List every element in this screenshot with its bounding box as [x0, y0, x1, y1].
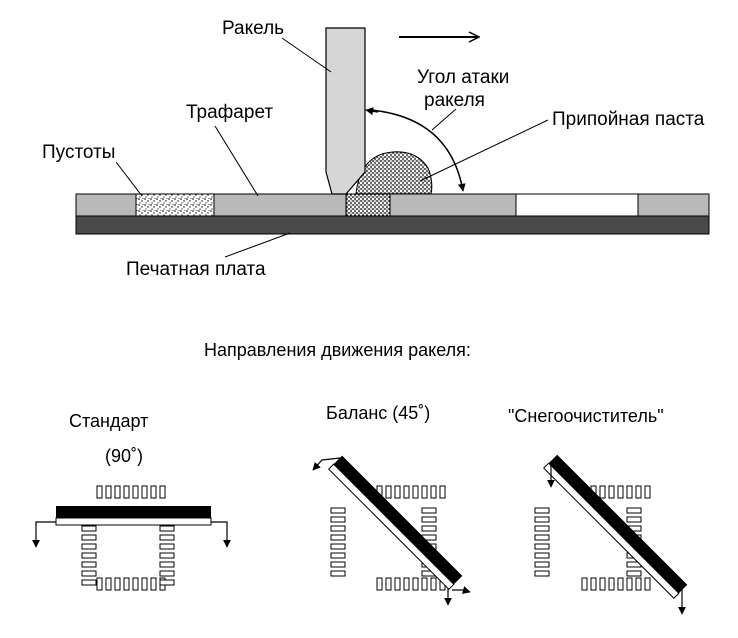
- pads-top: [377, 486, 445, 498]
- squeegee-blade: [326, 28, 365, 194]
- label-stencil: Трафарет: [186, 102, 273, 123]
- label-attack-angle-2: ракеля: [424, 90, 485, 111]
- pcb-board: [76, 216, 709, 234]
- standard-direction: Стандарт (90˚): [36, 411, 227, 590]
- stencil-segment: [638, 194, 709, 216]
- pads-bottom: [97, 578, 165, 590]
- leader-voids: [116, 162, 142, 196]
- stencil-segment: [390, 194, 516, 216]
- pads-bottom: [377, 578, 445, 590]
- label-solder-paste: Припойная паста: [552, 109, 705, 130]
- leader-pcb: [225, 233, 290, 257]
- stencil-segment: [76, 194, 136, 216]
- label-attack-angle: Угол атаки: [417, 67, 509, 88]
- label-standard-angle: (90˚): [105, 446, 143, 466]
- pads-top: [97, 486, 165, 498]
- label-balance: Баланс (45˚): [326, 403, 430, 423]
- pads-right: [160, 517, 174, 585]
- leader-paste: [420, 120, 548, 181]
- leader-stencil: [215, 126, 258, 196]
- pads-left: [82, 517, 96, 585]
- snowplow-direction: "Снегоочиститель": [508, 406, 687, 614]
- blade-standard: [56, 506, 211, 518]
- label-standard: Стандарт: [69, 411, 148, 431]
- leader-squeegee: [282, 38, 331, 72]
- pads-left: [331, 508, 345, 576]
- void-aperture: [136, 194, 214, 216]
- leader-angle: [432, 109, 456, 130]
- cross-section: Ракель Угол атаки ракеля Трафарет Припой…: [42, 18, 709, 280]
- pads-bottom: [582, 578, 650, 590]
- motion-arrow-right: [211, 522, 227, 547]
- blade-holder-standard: [56, 518, 211, 525]
- label-pcb: Печатная плата: [126, 259, 266, 280]
- empty-aperture: [516, 194, 638, 216]
- motion-arrow-down-right: [452, 590, 470, 592]
- pads-left: [535, 508, 549, 576]
- blade-balance: [334, 456, 463, 585]
- balance-direction: Баланс (45˚): [313, 403, 470, 605]
- solder-paste-bead: [356, 152, 432, 194]
- label-voids: Пустоты: [42, 142, 115, 163]
- filled-aperture: [346, 194, 390, 216]
- blade-snowplow: [549, 455, 688, 594]
- label-squeegee: Ракель: [222, 18, 284, 39]
- directions-heading: Направления движения ракеля:: [204, 340, 471, 360]
- motion-arrow-left: [36, 522, 56, 547]
- label-snowplow: "Снегоочиститель": [508, 406, 664, 426]
- stencil-segment: [214, 194, 346, 216]
